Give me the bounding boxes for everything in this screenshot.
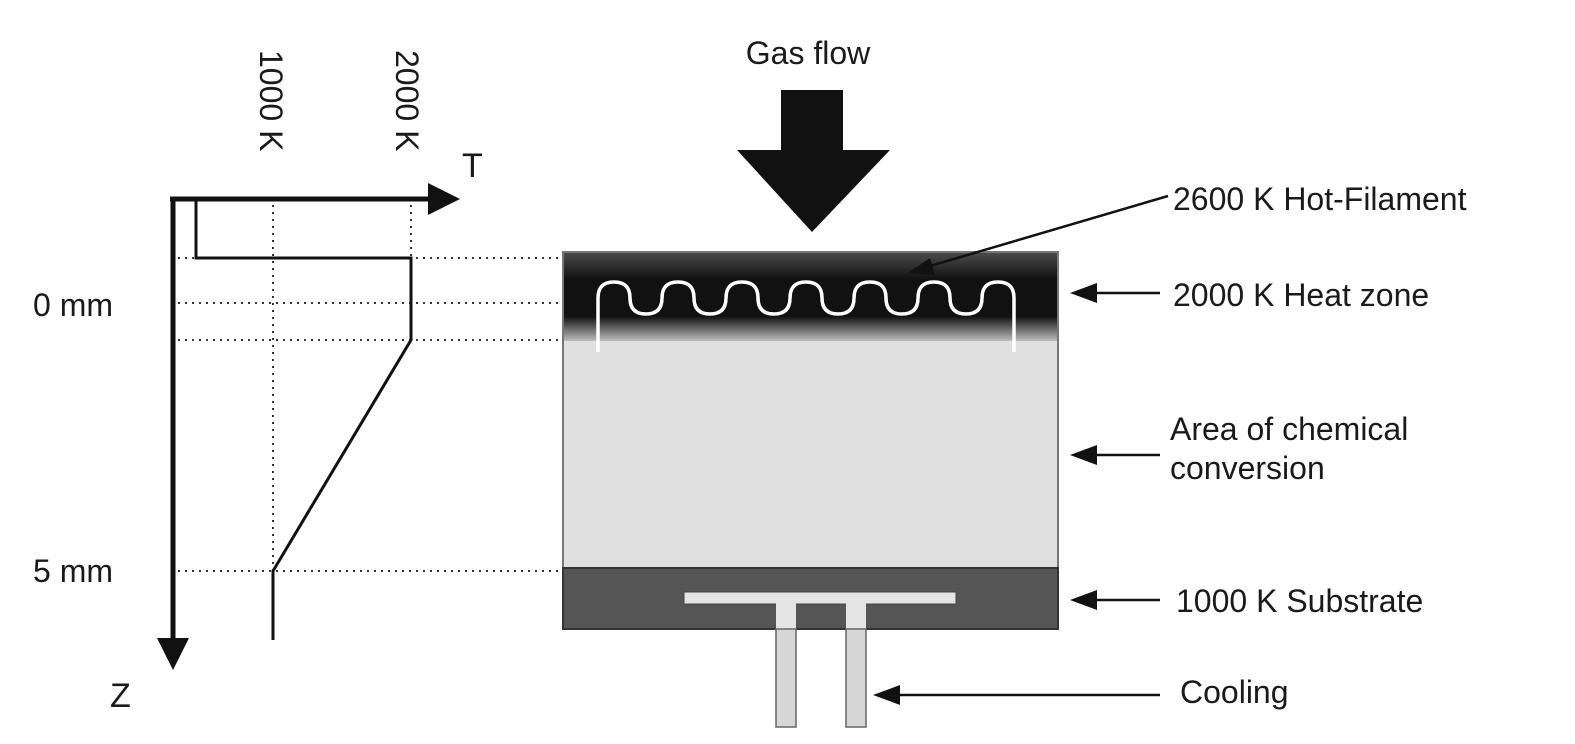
t-axis-arrowhead (428, 183, 460, 215)
heat-zone-band (564, 253, 1057, 341)
substrate-holder-plate (683, 591, 957, 605)
hot-filament-label: 2600 K Hot-Filament (1173, 181, 1467, 217)
z-axis-label: Z (110, 677, 131, 715)
temperature-profile-graph: T Z 1000 K 2000 K 0 mm 5 mm (33, 50, 565, 715)
hot-filament-pointer-arrowhead (908, 258, 935, 275)
cooling-pipe-right-stub (846, 603, 866, 630)
temperature-profile-curve (194, 199, 413, 640)
cooling-pipe-left (775, 628, 797, 728)
cooling-pipe-left-stub (776, 603, 796, 630)
z-tick-label-0mm: 0 mm (33, 287, 113, 323)
heat-zone-label: 2000 K Heat zone (1173, 277, 1429, 313)
cooling-label: Cooling (1180, 674, 1289, 710)
reactor-schematic: Gas flow 2600 K Hot-Filament 2000 K Heat… (562, 35, 1467, 728)
substrate-label: 1000 K Substrate (1176, 583, 1423, 619)
t-axis-label: T (462, 147, 483, 185)
gas-flow-label: Gas flow (746, 35, 871, 71)
substrate-pointer-arrowhead (1070, 590, 1097, 610)
t-tick-label-1000k: 1000 K (253, 50, 289, 151)
conversion-label-line1: Area of chemical (1170, 411, 1408, 447)
t-tick-label-2000k: 2000 K (389, 50, 425, 151)
conversion-pointer-arrowhead (1070, 445, 1097, 465)
heat-zone-pointer-arrowhead (1070, 283, 1097, 303)
z-axis-arrowhead (157, 638, 189, 670)
z-tick-label-5mm: 5 mm (33, 553, 113, 589)
conversion-label-line2: conversion (1170, 450, 1325, 486)
cooling-pipe-right (845, 628, 867, 728)
cooling-pointer-arrowhead (873, 685, 900, 705)
hot-filament-coil (596, 280, 1016, 352)
hot-filament-pointer-line (929, 194, 1169, 268)
gas-flow-arrow (737, 90, 890, 232)
